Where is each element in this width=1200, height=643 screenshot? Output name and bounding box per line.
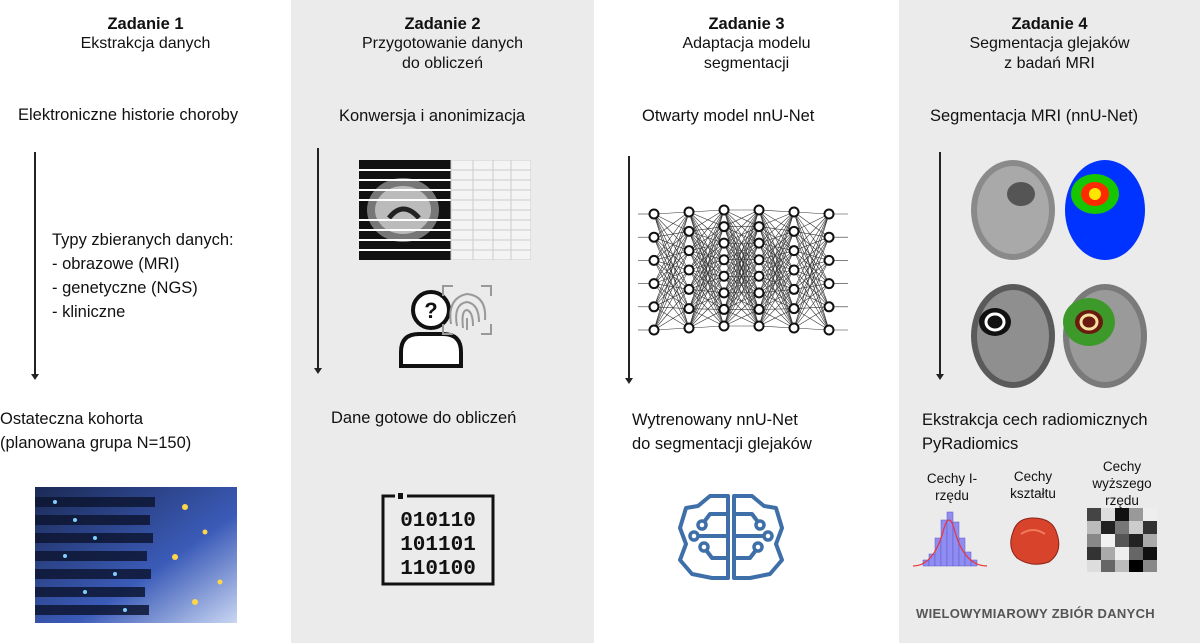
histogram-icon bbox=[912, 511, 988, 567]
nn-node bbox=[718, 237, 730, 249]
nn-node bbox=[823, 231, 835, 243]
feature-higher-order-label: Cechy wyższego rzędu bbox=[1092, 459, 1152, 508]
task-1-arrow bbox=[31, 152, 39, 380]
mri-segmentation-images bbox=[971, 160, 1147, 388]
binary-row-3: 110100 bbox=[400, 558, 476, 581]
nn-node bbox=[823, 324, 835, 336]
fingerprint-icon bbox=[442, 285, 492, 335]
nn-node bbox=[683, 283, 695, 295]
task-4-top-text: Segmentacja MRI (nnU-Net) bbox=[930, 107, 1139, 125]
task-1-header: Zadanie 1 Ekstrakcja danych bbox=[0, 14, 291, 54]
feature-first-order-label: Cechy I-rzędu bbox=[926, 471, 978, 503]
task-1-top-text: Elektroniczne historie choroby bbox=[18, 106, 239, 124]
nn-node bbox=[718, 254, 730, 266]
nn-node bbox=[788, 283, 800, 295]
nn-node bbox=[753, 204, 765, 216]
nn-node bbox=[788, 206, 800, 218]
nn-node bbox=[823, 301, 835, 313]
task-4-subtitle: Segmentacja glejaków z badań MRI bbox=[969, 35, 1130, 72]
feature-shape-label: Cechy kształtu bbox=[1010, 469, 1056, 501]
column-task-2: Zadanie 2 Przygotowanie danych do oblicz… bbox=[291, 0, 594, 643]
nn-node bbox=[683, 225, 695, 237]
task-1-subtitle: Ekstrakcja danych bbox=[80, 35, 211, 52]
column-task-1: Zadanie 1 Ekstrakcja danych Elektroniczn… bbox=[0, 0, 291, 643]
task-3-arrow bbox=[625, 156, 633, 384]
nn-node bbox=[648, 231, 660, 243]
nn-node bbox=[753, 270, 765, 282]
footer-label: WIELOWYMIAROWY ZBIÓR DANYCH bbox=[916, 606, 1155, 621]
column-task-3: Zadanie 3 Adaptacja modelu segmentacji O… bbox=[594, 0, 899, 643]
nn-node bbox=[683, 322, 695, 334]
neural-network-icon bbox=[638, 204, 848, 336]
nn-node bbox=[648, 324, 660, 336]
task-2-subtitle: Przygotowanie danych do obliczeń bbox=[362, 35, 523, 72]
task-4-title: Zadanie 4 bbox=[1011, 15, 1088, 33]
texture-matrix-icon bbox=[1087, 508, 1157, 572]
nn-node bbox=[788, 303, 800, 315]
nn-node bbox=[718, 320, 730, 332]
column-task-4: Zadanie 4 Segmentacja glejaków z badań M… bbox=[899, 0, 1200, 643]
nn-node bbox=[648, 254, 660, 266]
svg-text:?: ? bbox=[424, 298, 437, 323]
task-3-subtitle: Adaptacja modelu segmentacji bbox=[682, 35, 811, 72]
task-4-bottom-text: Ekstrakcja cech radiomicznych PyRadiomic… bbox=[922, 411, 1148, 453]
nn-node bbox=[718, 287, 730, 299]
task-1-bottom-text: Ostateczna kohorta (planowana grupa N=15… bbox=[0, 410, 192, 452]
nn-node bbox=[683, 206, 695, 218]
ai-brain-circuit-icon bbox=[678, 494, 784, 580]
nn-node bbox=[823, 208, 835, 220]
nn-node bbox=[718, 270, 730, 282]
nn-node bbox=[823, 254, 835, 266]
task-2-bottom-text: Dane gotowe do obliczeń bbox=[331, 409, 517, 427]
task-2-title: Zadanie 2 bbox=[404, 15, 481, 33]
task-3-top-text: Otwarty model nnU-Net bbox=[642, 107, 815, 125]
server-rack-photo bbox=[35, 487, 237, 623]
nn-node bbox=[718, 303, 730, 315]
nn-node bbox=[648, 208, 660, 220]
nn-node bbox=[753, 237, 765, 249]
task-2-top-text: Konwersja i anonimizacja bbox=[339, 107, 526, 125]
binary-row-2: 101101 bbox=[400, 534, 476, 557]
nn-node bbox=[718, 204, 730, 216]
nn-node bbox=[683, 264, 695, 276]
nn-node bbox=[753, 254, 765, 266]
nn-node bbox=[788, 322, 800, 334]
binary-data-icon: 010110 101101 110100 bbox=[381, 493, 495, 586]
nn-node bbox=[683, 245, 695, 257]
nn-node bbox=[788, 225, 800, 237]
nn-node bbox=[753, 221, 765, 233]
task-1-title: Zadanie 1 bbox=[107, 15, 184, 33]
nn-node bbox=[683, 303, 695, 315]
nn-node bbox=[648, 278, 660, 290]
nn-node bbox=[648, 301, 660, 313]
task-4-arrow bbox=[936, 152, 944, 380]
binary-row-1: 010110 bbox=[400, 510, 476, 533]
tumor-shape-icon bbox=[1010, 517, 1060, 565]
nn-node bbox=[718, 221, 730, 233]
task-3-header: Zadanie 3 Adaptacja modelu segmentacji bbox=[594, 14, 899, 74]
nn-node bbox=[788, 264, 800, 276]
task-1-data-types: Typy zbieranych danych: - obrazowe (MRI)… bbox=[52, 231, 234, 321]
nn-node bbox=[823, 278, 835, 290]
nn-node bbox=[753, 303, 765, 315]
task-2-header: Zadanie 2 Przygotowanie danych do oblicz… bbox=[291, 14, 594, 74]
nn-node bbox=[788, 245, 800, 257]
task-3-bottom-text: Wytrenowany nnU-Net do segmentacji gleja… bbox=[632, 411, 812, 453]
nn-node bbox=[753, 287, 765, 299]
task-4-header: Zadanie 4 Segmentacja glejaków z badań M… bbox=[899, 14, 1200, 74]
nn-node bbox=[753, 320, 765, 332]
mri-anonymization-image bbox=[359, 160, 531, 260]
task-2-arrow bbox=[314, 148, 322, 374]
task-3-title: Zadanie 3 bbox=[708, 15, 785, 33]
